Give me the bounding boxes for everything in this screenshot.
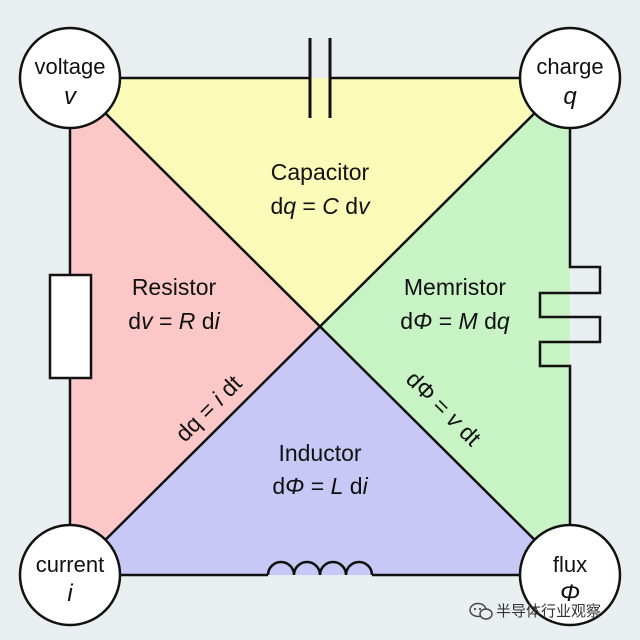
- resistor-equation: dv = R di: [128, 308, 220, 334]
- current-node: current i: [18, 523, 122, 627]
- memristor-equation: dΦ = M dq: [400, 308, 510, 334]
- flux-label: flux: [553, 552, 587, 577]
- capacitor-region: [70, 78, 570, 325]
- flux-symbol: Φ: [560, 580, 580, 607]
- resistor-region: [70, 78, 320, 575]
- charge-node: charge q: [518, 26, 622, 130]
- memristor-symbol: [538, 78, 602, 575]
- wechat-icon: [469, 602, 493, 620]
- memristor-label: Memristor: [404, 274, 507, 300]
- voltage-symbol: v: [64, 83, 78, 110]
- inductor-region: [70, 325, 570, 575]
- voltage-node: voltage v: [18, 26, 122, 130]
- inductor-label: Inductor: [278, 440, 361, 466]
- capacitor-label: Capacitor: [271, 159, 370, 185]
- flux-node: flux Φ: [518, 523, 622, 627]
- memristor-region: [320, 78, 570, 575]
- charge-label: charge: [536, 54, 603, 79]
- inductor-equation: dΦ = L di: [272, 473, 368, 499]
- charge-symbol: q: [563, 83, 577, 110]
- watermark-text: 半导体行业观察: [496, 602, 601, 620]
- current-label: current: [36, 552, 104, 577]
- watermark: 半导体行业观察: [469, 602, 601, 620]
- diagonal-line: [69, 77, 571, 576]
- resistor-label: Resistor: [132, 274, 217, 300]
- current-symbol: i: [67, 580, 73, 607]
- voltage-label: voltage: [35, 54, 106, 79]
- capacitor-equation: dq = C dv: [270, 193, 371, 219]
